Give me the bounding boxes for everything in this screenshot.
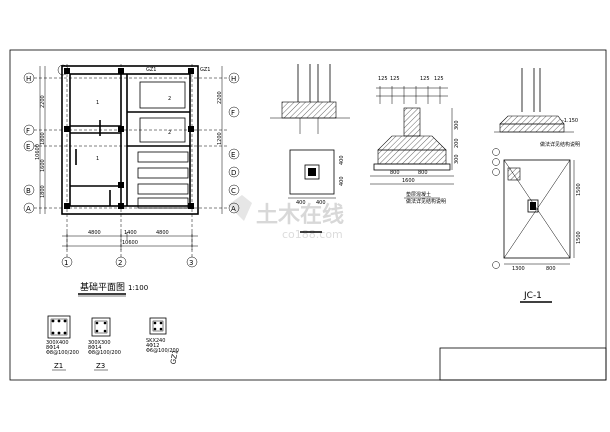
z1-stirrup: Φ8@100/200 (46, 350, 79, 356)
jc1-dim-h1: 1500 (576, 231, 582, 244)
label-room-2b: 2 (168, 130, 171, 136)
base-dim-w0: 400 (296, 200, 306, 206)
grid-label-e: E (26, 143, 30, 151)
grid-label-f-right: F (231, 109, 235, 117)
footing-section: 125 125 125 125 800 800 1600 300 200 300… (370, 76, 460, 205)
sec-dim-top2: 125 (420, 76, 430, 82)
sec-h1: 200 (454, 138, 460, 148)
plan-title: 基础平面图 (80, 281, 125, 293)
grid-label-e-right: E (231, 151, 235, 159)
z1-label: Z1 (54, 362, 63, 370)
dim-left-total: 10600 (35, 144, 41, 160)
label-zone-1: 1 (96, 100, 99, 106)
foundation-plan: H F E B A H F E D C A 1 2 3 (23, 64, 240, 297)
watermark-url: co188.com (282, 228, 343, 241)
grid-label-h: H (26, 75, 31, 83)
base-dim-h0: 400 (339, 155, 345, 165)
dim-left-1: 1800 (40, 132, 46, 145)
base-dim-h1: 400 (339, 176, 345, 186)
plan-scale: 1:100 (128, 284, 148, 292)
watermark-text: 土木在线 (256, 202, 344, 228)
dim-left-2: 1600 (40, 159, 46, 172)
grid-label-b: B (26, 187, 31, 195)
dim-right-0: 2200 (217, 91, 223, 104)
label-zone-1b: 1 (96, 156, 99, 162)
sec-h2: 300 (454, 154, 460, 164)
grid-label-h-right: H (231, 75, 236, 83)
label-room-2a: 2 (168, 96, 171, 102)
column-detail-gz1: SKX240 4Φ12 Φ6@100/200 GZ1 (146, 317, 180, 365)
z3-label: Z3 (96, 362, 105, 370)
sec-dim-top3: 125 (434, 76, 444, 82)
z3-rebar: 8Φ14 (88, 345, 101, 351)
sheet-border (9, 49, 607, 381)
watermark: 土木在线 co188.com (228, 195, 344, 241)
grid-label-f: F (26, 127, 30, 135)
jc1-label: JC-1 (523, 291, 542, 301)
column-base-detail: 400 400 400 400 (270, 64, 350, 233)
dim-bottom-2: 4800 (156, 230, 169, 236)
gz1-rebar: 4Φ12 (146, 343, 159, 349)
sec-dim-base1: 800 (418, 170, 428, 176)
sec-note1: 垫层混凝土 (406, 191, 431, 198)
sec-dim-top0: 125 (378, 76, 388, 82)
dim-right-1: 1200 (217, 132, 223, 145)
dim-left-0: 2200 (40, 95, 46, 108)
title-block (439, 347, 607, 381)
grid-label-col1: 1 (64, 259, 68, 267)
dim-left-3: 1800 (40, 185, 46, 198)
z1-size: 300X400 (46, 340, 69, 346)
gz1-size: SKX240 (146, 338, 165, 344)
gz1-label: GZ1 (169, 349, 179, 365)
grid-label-c-right: C (231, 187, 236, 195)
sec-dim-base0: 800 (390, 170, 400, 176)
z3-size: 300X300 (88, 340, 111, 346)
jc1-level: -1.150 (562, 118, 578, 124)
z1-rebar: 8Φ14 (46, 345, 59, 351)
dim-bottom-total: 10600 (122, 240, 138, 246)
gz1-stirrup: Φ6@100/200 (146, 348, 179, 354)
sec-h0: 300 (454, 120, 460, 130)
grid-label-col3: 3 (189, 259, 193, 267)
jc1-dim-h0: 1500 (576, 183, 582, 196)
base-dim-w1: 400 (316, 200, 326, 206)
jc1-dim-w1: 800 (546, 266, 556, 272)
z3-stirrup: Φ8@100/200 (88, 350, 121, 356)
jc1-note: 做法详见结构说明 (540, 141, 580, 148)
dim-bottom-0: 4800 (88, 230, 101, 236)
dim-bottom-1: 1400 (124, 230, 137, 236)
grid-label-d-right: D (231, 169, 236, 177)
label-gz1-a: GZ1 (146, 67, 156, 73)
sec-note2: 做法详见结构说明 (406, 198, 446, 205)
sec-dim-top1: 125 (390, 76, 400, 82)
label-gz1-b: GZ1 (200, 67, 210, 73)
jc1-dim-w0: 1300 (512, 266, 525, 272)
sec-dim-base-total: 1600 (402, 178, 415, 184)
column-detail-z3: 300X300 8Φ14 Φ8@100/200 Z3 (88, 317, 121, 371)
grid-label-a-right: A (231, 205, 236, 213)
grid-label-col2: 2 (118, 259, 122, 267)
column-detail-z1: 300X400 8Φ14 Φ8@100/200 Z1 (46, 315, 79, 371)
grid-label-a: A (26, 205, 31, 213)
jc1-detail: -1.150 做法详见结构说明 1500 1500 1300 800 JC-1 (492, 68, 582, 303)
